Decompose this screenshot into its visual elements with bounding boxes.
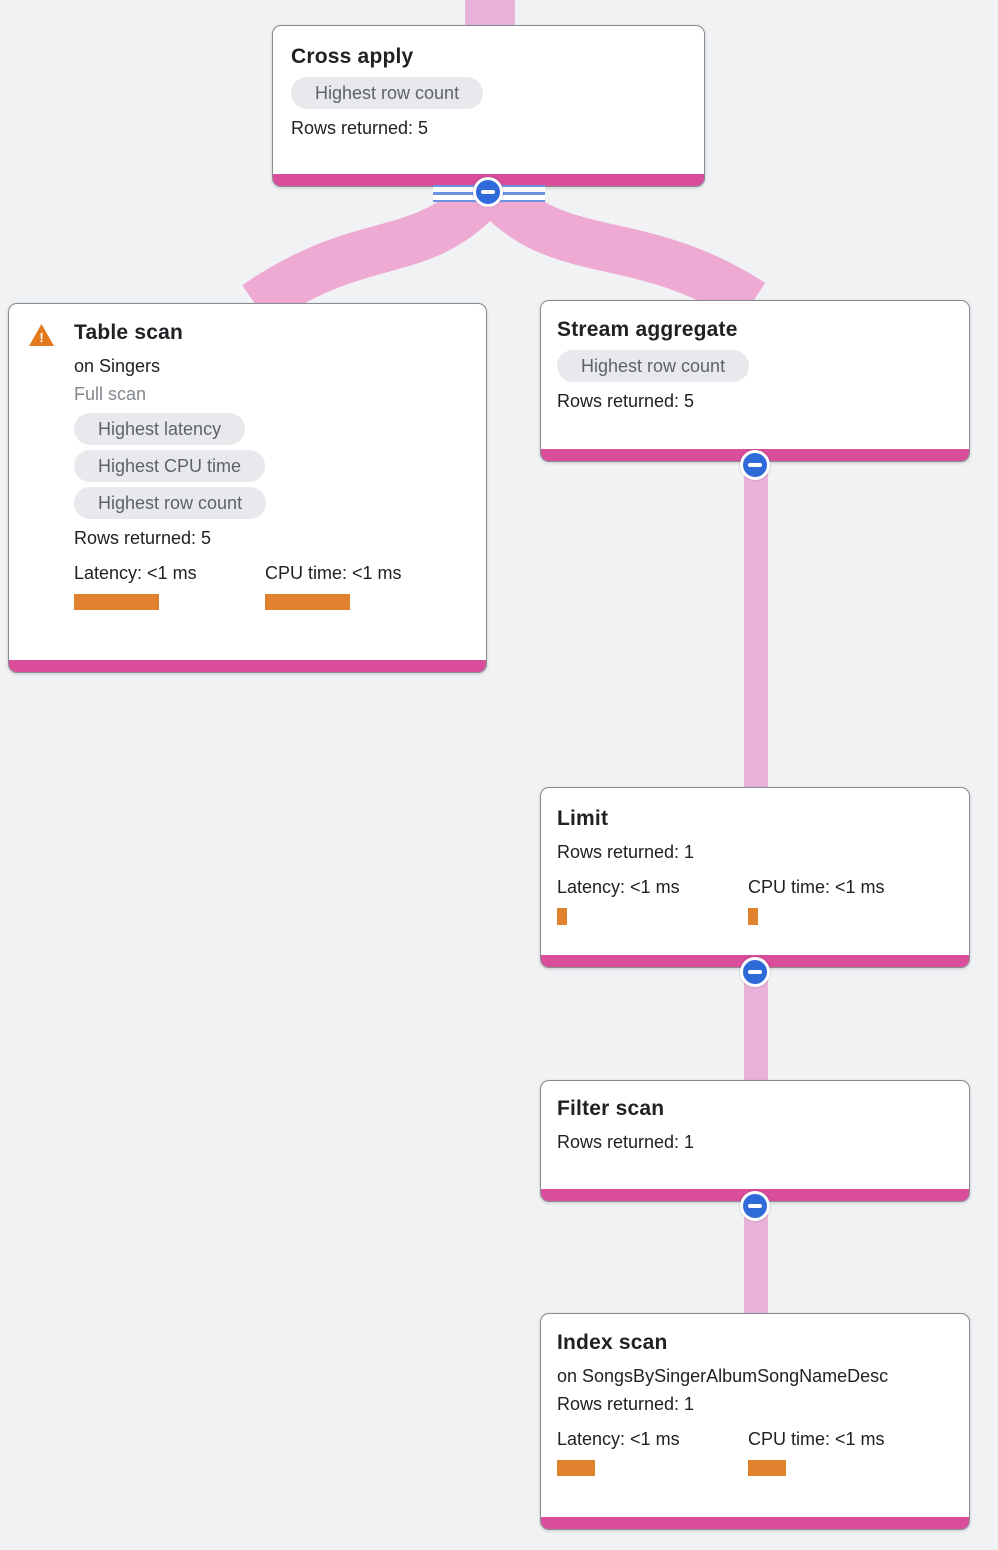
minus-icon [481, 190, 495, 194]
latency-label: Latency: <1 ms [557, 877, 680, 897]
metrics-row: Latency: <1 ms CPU time: <1 ms [557, 875, 953, 925]
node-stream-aggregate[interactable]: Stream aggregate Highest row count Rows … [540, 300, 970, 462]
node-index-scan[interactable]: Index scan on SongsBySingerAlbumSongName… [540, 1313, 970, 1530]
warning-icon: ! [29, 324, 54, 346]
cpu-metric: CPU time: <1 ms [748, 1427, 939, 1476]
rows-returned: Rows returned: 1 [557, 1394, 695, 1414]
latency-metric: Latency: <1 ms [557, 875, 748, 925]
cpu-label: CPU time: <1 ms [748, 877, 885, 897]
rows-returned: Rows returned: 5 [557, 391, 695, 411]
minus-icon [748, 463, 762, 467]
cpu-value-bar [748, 1460, 786, 1476]
node-title: Index scan [557, 1331, 668, 1354]
badge-row: Highest row count [74, 487, 470, 519]
edge-root-top [465, 0, 515, 27]
node-cross-apply[interactable]: Cross apply Highest row count Rows retur… [272, 25, 705, 187]
collapse-button-filter-scan[interactable] [740, 1191, 770, 1221]
cpu-label: CPU time: <1 ms [748, 1429, 885, 1449]
accent-bar [541, 1517, 969, 1529]
metrics-row: Latency: <1 ms CPU time: <1 ms [74, 561, 470, 610]
node-title: Table scan [74, 321, 183, 344]
rows-returned: Rows returned: 5 [291, 118, 429, 138]
accent-bar [9, 660, 486, 672]
latency-label: Latency: <1 ms [557, 1429, 680, 1449]
badge-highest-row-count: Highest row count [74, 487, 267, 519]
node-title: Cross apply [291, 45, 414, 68]
rows-returned: Rows returned: 1 [557, 1132, 695, 1152]
badge-highest-row-count: Highest row count [557, 350, 750, 382]
badge-row: Highest latency [74, 413, 470, 445]
collapse-button-cross-apply[interactable] [473, 177, 503, 207]
badge-highest-cpu-time: Highest CPU time [74, 450, 266, 482]
badge-row: Highest CPU time [74, 450, 470, 482]
badge-row: Highest row count [557, 350, 953, 382]
minus-icon [748, 970, 762, 974]
latency-metric: Latency: <1 ms [557, 1427, 748, 1476]
metrics-row: Latency: <1 ms CPU time: <1 ms [557, 1427, 953, 1476]
cpu-value-bar [748, 908, 758, 925]
node-title: Limit [557, 807, 609, 830]
collapse-button-limit[interactable] [740, 957, 770, 987]
latency-value-bar [557, 1460, 595, 1476]
badge-highest-row-count: Highest row count [291, 77, 484, 109]
node-subtitle: on SongsBySingerAlbumSongNameDesc [557, 1366, 889, 1386]
node-limit[interactable]: Limit Rows returned: 1 Latency: <1 ms CP… [540, 787, 970, 968]
latency-value-bar [557, 908, 567, 925]
edge-cross-to-table-scan [242, 183, 500, 308]
cpu-metric: CPU time: <1 ms [748, 875, 939, 925]
node-table-scan[interactable]: ! Table scan on Singers Full scan Highes… [8, 303, 487, 673]
rows-returned: Rows returned: 1 [557, 842, 695, 862]
latency-label: Latency: <1 ms [74, 563, 197, 583]
cpu-value-bar [265, 594, 350, 610]
node-filter-scan[interactable]: Filter scan Rows returned: 1 [540, 1080, 970, 1202]
badge-highest-latency: Highest latency [74, 413, 246, 445]
minus-icon [748, 1204, 762, 1208]
latency-value-bar [74, 594, 159, 610]
edge-stream-aggregate-to-limit [744, 461, 768, 788]
badge-row: Highest row count [291, 77, 688, 109]
collapse-button-stream-aggregate[interactable] [740, 450, 770, 480]
node-title: Filter scan [557, 1097, 665, 1120]
node-subtitle: on Singers [74, 356, 161, 376]
edge-ribbons [242, 183, 766, 308]
cpu-metric: CPU time: <1 ms [265, 561, 456, 610]
rows-returned: Rows returned: 5 [74, 528, 212, 548]
edge-cross-to-stream-aggregate [480, 183, 766, 308]
node-note: Full scan [74, 384, 147, 404]
node-title: Stream aggregate [557, 318, 738, 341]
cpu-label: CPU time: <1 ms [265, 563, 402, 583]
latency-metric: Latency: <1 ms [74, 561, 265, 610]
